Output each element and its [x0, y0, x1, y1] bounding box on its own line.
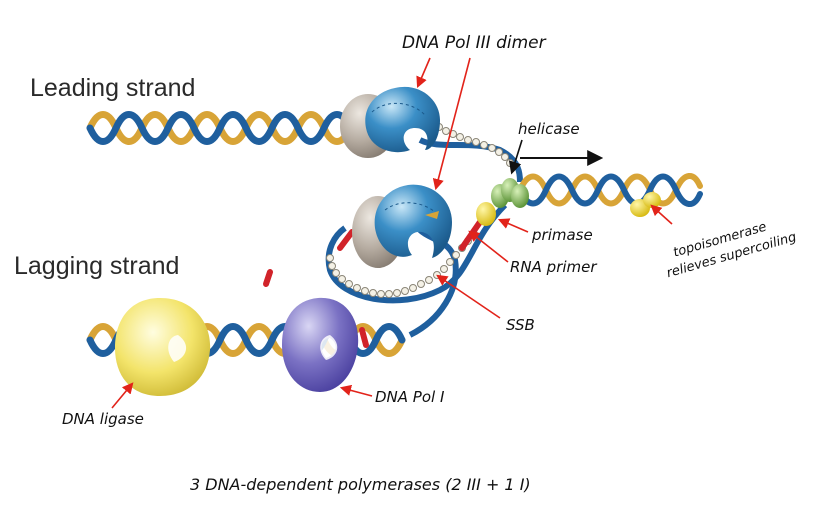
label-primase: primase	[531, 226, 593, 244]
arrow-rna-primer	[468, 230, 509, 263]
pol-iii-bottom-blue	[374, 184, 452, 258]
footer-note: 3 DNA-dependent polymerases (2 III + 1 I…	[190, 475, 531, 494]
label-helicase: helicase	[518, 120, 580, 138]
primase	[476, 202, 496, 226]
arrow-dna-pol-iii-2	[432, 57, 471, 191]
dna-pol-iii-top	[340, 86, 440, 158]
arrow-primase	[497, 218, 529, 233]
dna-ligase	[115, 298, 211, 396]
label-leading-strand: Leading strand	[30, 74, 195, 102]
label-dna-pol-iii-dimer: DNA Pol III dimer	[402, 33, 547, 53]
label-lagging-strand: Lagging strand	[14, 252, 179, 280]
lagging-outer-loop	[325, 202, 508, 304]
label-rna-primer: RNA primer	[510, 258, 597, 276]
downstream-duplex	[517, 173, 703, 207]
topoisomerase	[630, 192, 661, 217]
arrow-ssb	[436, 274, 501, 319]
pointer-arrows	[111, 57, 673, 409]
dna-pol-i	[282, 297, 359, 392]
arrow-topoisomerase	[650, 204, 673, 225]
arrow-dna-pol-iii-1	[416, 57, 431, 89]
arrow-dna-ligase	[111, 382, 134, 409]
pol-iii-top-blue	[365, 86, 440, 153]
label-dna-pol-i: DNA Pol I	[375, 388, 445, 406]
dna-pol-iii-bottom	[352, 184, 452, 268]
arrow-helicase	[508, 139, 523, 175]
arrow-dna-pol-i	[339, 384, 373, 397]
label-ssb: SSB	[506, 316, 535, 334]
helicase	[491, 178, 529, 208]
leading-duplex	[86, 111, 380, 145]
label-dna-ligase: DNA ligase	[62, 410, 144, 428]
